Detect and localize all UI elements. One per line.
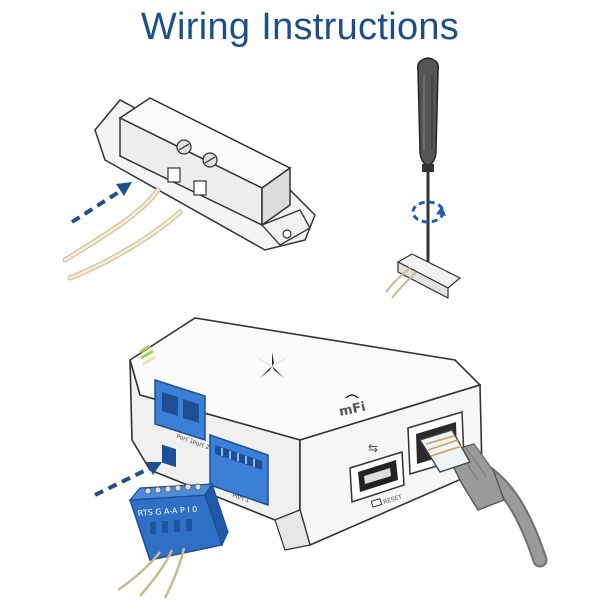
svg-text:RTS G A-A P I 0: RTS G A-A P I 0: [138, 505, 198, 518]
rj45-port-pair: Port 1 Port 2: [154, 378, 210, 468]
insert-arrow-icon: [94, 462, 162, 497]
controller-panel: mFi Port 1 Port 2 Port 1 ⇆: [94, 317, 548, 599]
terminal-slot: [193, 180, 207, 196]
mfi-logo-icon: mFi: [338, 394, 367, 420]
page-title: Wiring Instructions: [140, 6, 460, 48]
screw-icon: [176, 139, 192, 155]
rotate-arrow-icon: [411, 200, 446, 224]
terminal-slot: [167, 167, 181, 183]
sensor-wiring-panel: [62, 97, 316, 281]
terminal-block-plug: RTS G A-A P I 0: [117, 482, 229, 599]
screwdriver-panel: [385, 57, 462, 299]
screw-icon: [202, 152, 218, 168]
terminal-header: Port 1: [209, 433, 269, 507]
svg-text:mFi: mFi: [338, 400, 367, 420]
ethernet-cable: [418, 429, 548, 568]
insert-arrow-icon: [70, 182, 132, 224]
usb-icon: ⇆: [368, 441, 378, 455]
status-led-icon: [139, 344, 156, 366]
ubiquiti-logo-icon: [254, 352, 290, 378]
screwdriver-handle: [416, 57, 440, 167]
mount-hole-icon: [282, 229, 292, 239]
wire: [62, 187, 161, 263]
usb-port: ⇆: [349, 441, 405, 504]
